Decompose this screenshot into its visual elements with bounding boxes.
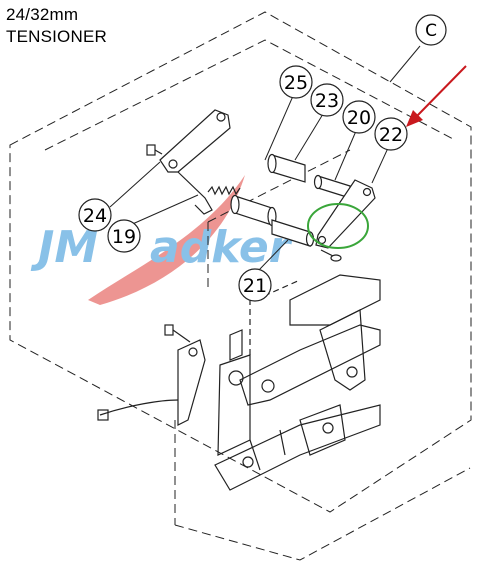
- callout-24-label: 24: [83, 205, 107, 227]
- tensioner-arm-assembly: [146, 109, 376, 262]
- highlight-arrow: [406, 65, 467, 127]
- callout-c-label: C: [425, 21, 437, 41]
- cross-beam: [239, 324, 381, 406]
- callout-24: 24: [78, 198, 112, 232]
- callout-22: 22: [374, 117, 408, 151]
- watermark-logo: JM adker: [30, 175, 293, 305]
- main-plate: [217, 354, 251, 456]
- callout-19-label: 19: [112, 226, 136, 248]
- callout-25-label: 25: [284, 72, 308, 94]
- watermark-text: JM: [30, 222, 98, 273]
- callout-c: C: [415, 14, 447, 46]
- diagram-title-name: TENSIONER: [6, 27, 107, 46]
- bracket-screw: [164, 324, 174, 336]
- callout-23-label: 23: [315, 90, 339, 112]
- frame-assembly: [97, 274, 381, 491]
- highlight-circle: [307, 203, 369, 249]
- side-bracket: [177, 339, 206, 426]
- callout-19: 19: [107, 219, 141, 253]
- tension-spring: [207, 185, 241, 196]
- upper-rail: [289, 274, 381, 326]
- callout-20-label: 20: [347, 107, 371, 129]
- callout-20: 20: [342, 100, 376, 134]
- callout-23: 23: [310, 83, 344, 117]
- dashed-boundary: [9, 11, 472, 561]
- screw-part: [330, 254, 342, 262]
- callout-21-label: 21: [243, 275, 267, 297]
- leader-lines: [109, 45, 421, 272]
- lever-22: [315, 179, 376, 249]
- watermark-swoosh: [88, 175, 245, 305]
- lever-arm: [159, 109, 231, 173]
- roller-23: [234, 195, 273, 226]
- diagram-title-size: 24/32mm: [6, 5, 79, 24]
- cable: [99, 399, 179, 416]
- pivot-screw: [146, 144, 156, 156]
- lower-rail: [214, 404, 381, 491]
- callout-25: 25: [279, 65, 313, 99]
- roller-25: [271, 154, 306, 183]
- svg-text:adker: adker: [150, 222, 293, 273]
- callout-21: 21: [238, 268, 272, 302]
- callout-22-label: 22: [379, 124, 403, 146]
